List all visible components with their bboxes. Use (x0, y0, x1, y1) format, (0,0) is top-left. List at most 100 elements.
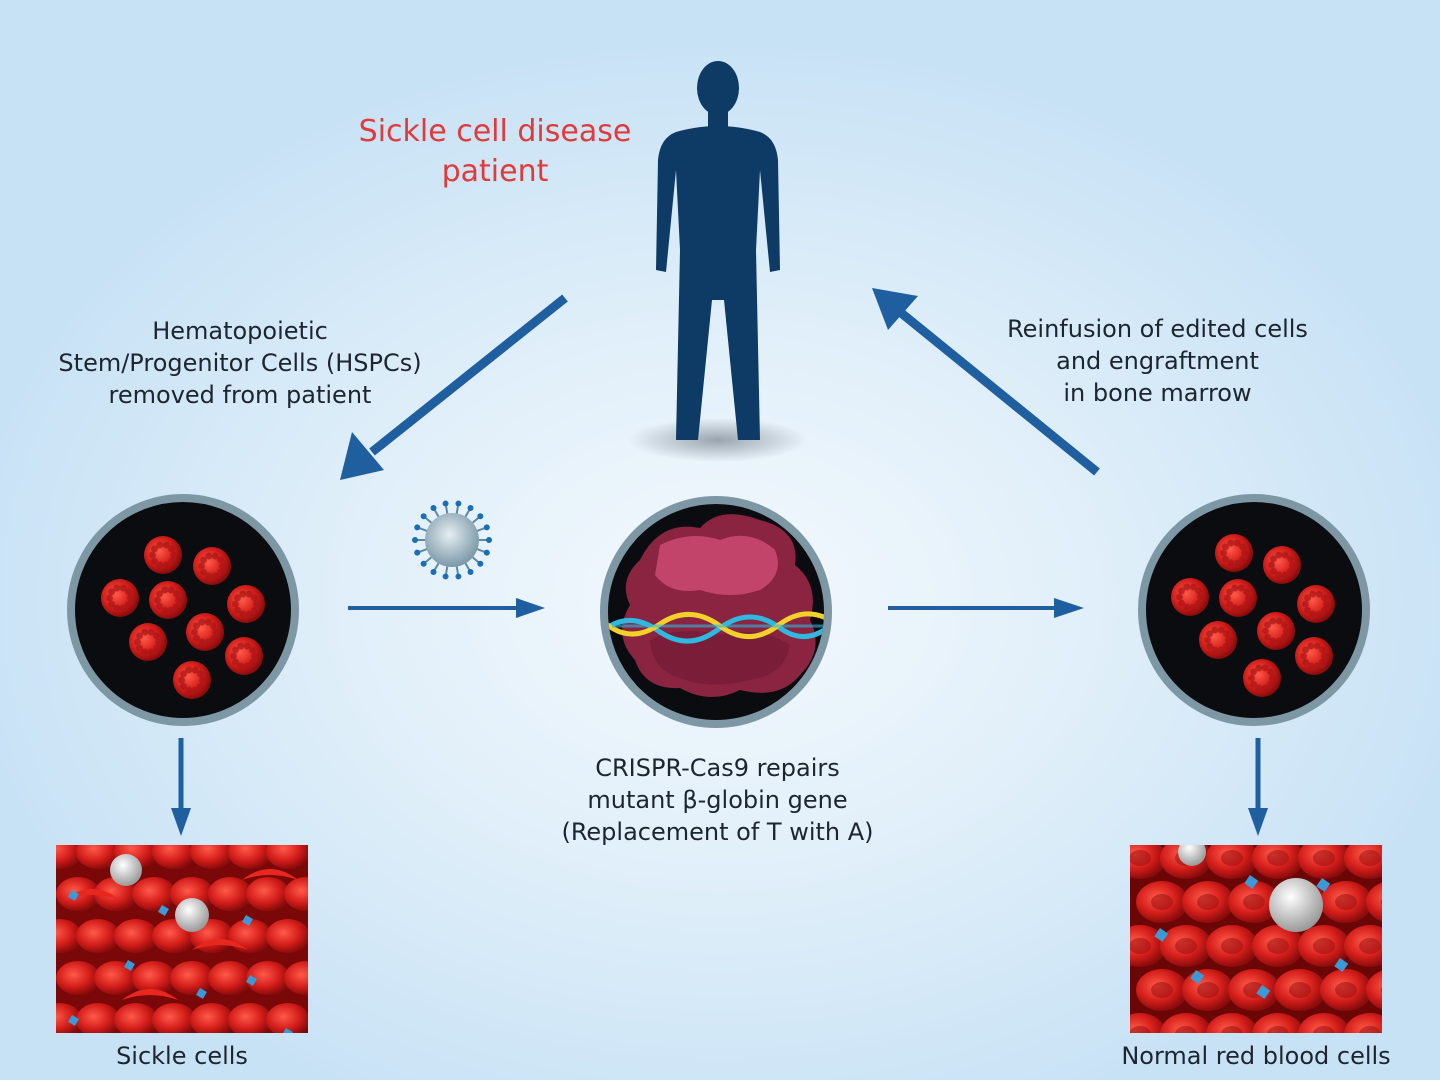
white-cell (175, 898, 209, 932)
red-cell (1366, 882, 1382, 922)
stem-cell (1297, 585, 1335, 623)
red-cell (1228, 969, 1280, 1011)
red-cell (190, 845, 234, 869)
red-cell (1274, 969, 1326, 1011)
arrow-to-patient (872, 288, 1100, 476)
step-reinfusion-label: Reinfusion of edited cells and engraftme… (985, 313, 1330, 409)
red-cell (1182, 881, 1234, 923)
red-cell (76, 845, 120, 869)
sickle-cells-image (56, 845, 308, 1033)
red-cell (1130, 845, 1166, 879)
dna-helix-icon (608, 611, 824, 644)
stem-cell (1257, 612, 1295, 650)
red-cell (1252, 845, 1304, 879)
human-figure-icon (656, 61, 780, 440)
sickle-cell (242, 869, 298, 880)
stem-cell (1243, 659, 1281, 697)
editing-line: (Replacement of T with A) (561, 818, 874, 846)
white-cell (1269, 878, 1323, 932)
reinfusion-line: Reinfusion of edited cells (1007, 315, 1308, 343)
red-cell (132, 877, 176, 911)
sickle-cells-caption: Sickle cells (116, 1042, 248, 1070)
stem-cell (1215, 534, 1253, 572)
red-cell (1298, 925, 1350, 967)
red-cell (208, 877, 252, 911)
red-cell (56, 1003, 82, 1033)
red-cell (1252, 925, 1304, 967)
step-editing-label: CRISPR-Cas9 repairs mutant β-globin gene… (530, 752, 905, 848)
sickle-cell (64, 889, 120, 900)
white-cell (1178, 845, 1206, 866)
red-cell (76, 1003, 120, 1033)
stem-cell (101, 579, 139, 617)
red-cell (284, 877, 308, 911)
cycle-arrows (171, 288, 1268, 836)
platelet (195, 988, 207, 999)
stem-cell (149, 581, 187, 619)
red-cell (56, 961, 100, 995)
red-cell (190, 1003, 234, 1033)
arrow-to-edited (888, 598, 1084, 618)
platelet (1316, 878, 1331, 892)
red-cell (1228, 881, 1280, 923)
white-cell (110, 854, 142, 886)
red-cell (266, 845, 308, 869)
red-cell (266, 1003, 308, 1033)
red-cell (246, 877, 290, 911)
platelet (68, 1015, 79, 1026)
platelet (157, 905, 169, 916)
red-cell (228, 845, 272, 869)
normal-cells-image (1130, 845, 1382, 1033)
platelet (246, 974, 257, 986)
platelet (67, 889, 79, 901)
arrow-to-crispr (348, 598, 545, 618)
red-cell (284, 961, 308, 995)
stem-cell (1171, 578, 1209, 616)
page-title: Sickle cell disease patient (340, 112, 650, 192)
red-cell (1298, 1013, 1350, 1033)
reinfusion-line: in bone marrow (1063, 379, 1252, 407)
red-cell (1206, 845, 1258, 879)
red-cell (114, 919, 158, 953)
title-line: Sickle cell disease (358, 114, 632, 149)
red-cell (1160, 925, 1212, 967)
arrow-to-hspc (340, 294, 568, 480)
stem-cell (1263, 546, 1301, 584)
normal-cells-caption: Normal red blood cells (1121, 1042, 1391, 1070)
stem-cell (193, 547, 231, 585)
red-cell (1206, 1013, 1258, 1033)
stem-cell (144, 536, 182, 574)
stem-cell (1199, 621, 1237, 659)
editing-line: CRISPR-Cas9 repairs (595, 754, 840, 782)
red-cell (152, 1003, 196, 1033)
red-cell (1206, 925, 1258, 967)
patient-figure (628, 61, 808, 462)
red-cell (1344, 1013, 1382, 1033)
stem-cell (1219, 579, 1257, 617)
virus-icon (412, 500, 492, 580)
removal-line: Hematopoietic (152, 317, 328, 345)
sickle-cell (122, 989, 178, 1000)
figure-shadow (628, 418, 808, 462)
red-cell (246, 961, 290, 995)
red-cell (56, 919, 82, 953)
removal-line: removed from patient (108, 381, 372, 409)
red-cell (76, 919, 120, 953)
stem-cell (186, 613, 224, 651)
red-cell (132, 961, 176, 995)
arrow-to-sickle-cells (171, 738, 191, 836)
red-cell (1366, 970, 1382, 1010)
red-cell (56, 845, 82, 869)
red-cell (208, 961, 252, 995)
editing-line: mutant β-globin gene (587, 786, 848, 814)
arrow-to-normal-cells (1248, 738, 1268, 836)
red-cell (228, 1003, 272, 1033)
platelet (1154, 928, 1169, 942)
red-cell (170, 961, 214, 995)
red-cell (94, 961, 138, 995)
stem-cell (173, 661, 211, 699)
red-cell (228, 919, 272, 953)
stem-cell (227, 585, 265, 623)
step-removal-label: Hematopoietic Stem/Progenitor Cells (HSP… (40, 315, 440, 411)
